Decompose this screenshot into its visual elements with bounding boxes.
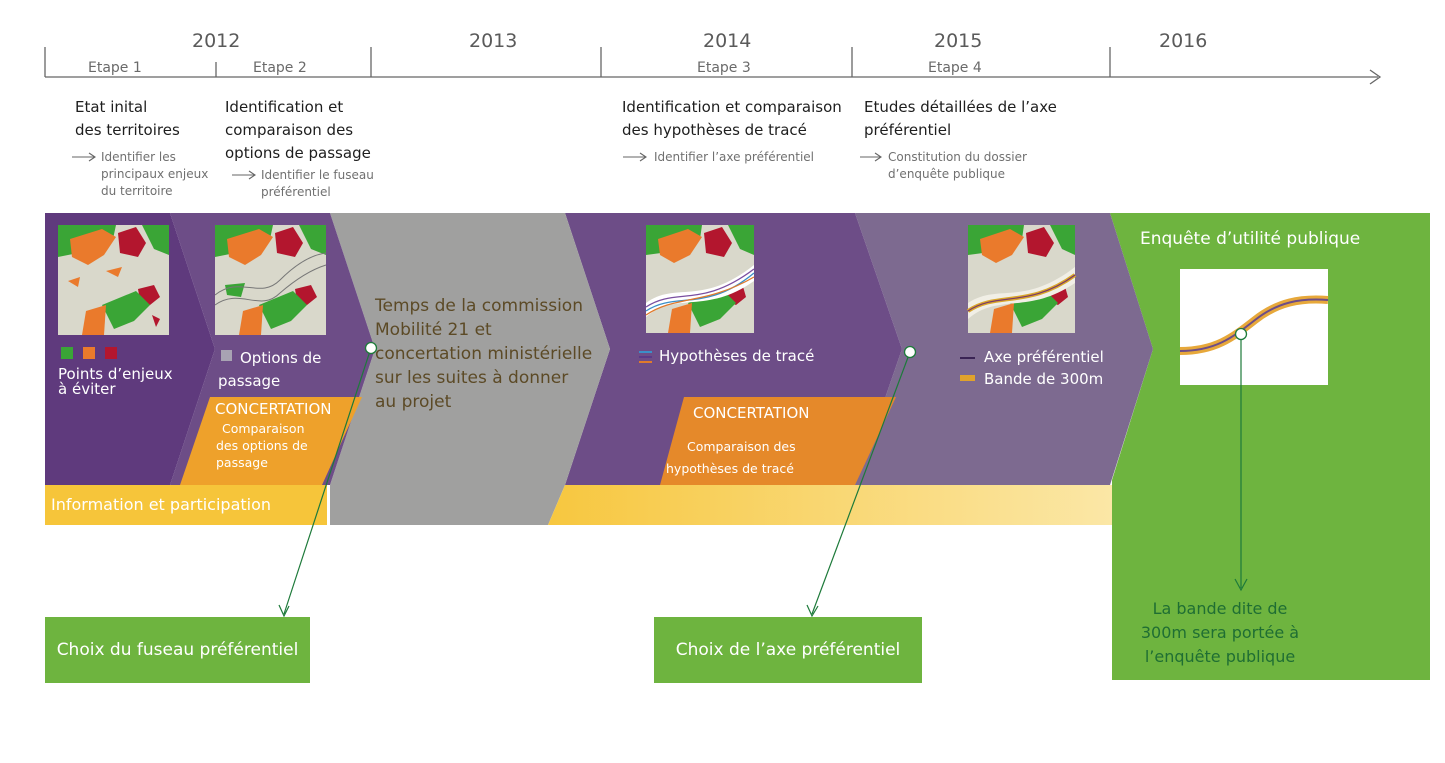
etape-1: Etape 1 — [88, 60, 142, 76]
connector-dot-3 — [1234, 327, 1248, 341]
legend-bande: Bande de 300m — [984, 370, 1104, 388]
legend-bande-icon — [960, 375, 975, 381]
phase-title-hypotheses: Identification et comparaison des hypoth… — [622, 98, 842, 139]
info-participation-label: Information et participation — [51, 495, 272, 514]
info-band-left — [45, 485, 327, 525]
legend-axe: Axe préférentiel — [984, 348, 1104, 366]
connector-dot-1 — [364, 341, 378, 355]
etape-2: Etape 2 — [253, 60, 307, 76]
phase-title-etudes: Etudes détaillées de l’axe préférentiel — [864, 98, 1057, 139]
choice-fuseau-box: Choix du fuseau préférentiel — [45, 617, 310, 683]
connector-dot-2 — [903, 345, 917, 359]
year-2016: 2016 — [1159, 30, 1208, 52]
concertation-1-body: Comparaison — [222, 421, 305, 436]
phase-sub-options: Identifier le fuseau préférentiel — [261, 168, 374, 199]
legend-options-passage: Options de — [240, 349, 322, 367]
timeline-arrow — [1369, 69, 1382, 85]
enquete-note: La bande dite de 300m sera portée à l’en… — [1140, 599, 1300, 666]
legend-swatch-options — [221, 350, 232, 361]
legend-options-passage-2: passage — [218, 372, 281, 390]
legend-swatch-green — [61, 347, 73, 359]
phase-title-etat-initial: Etat inital des territoires — [75, 98, 180, 139]
phase-commission — [330, 213, 610, 485]
concertation-1-title: CONCERTATION — [215, 400, 332, 418]
legend-hypotheses-icon — [639, 351, 652, 363]
concertation-box-2 — [660, 397, 896, 485]
choice-axe-box: Choix de l’axe préférentiel — [654, 617, 922, 683]
sub-arrows — [72, 152, 882, 180]
info-band-gray — [330, 485, 565, 525]
legend-points-enjeux: Points d’enjeux à éviter — [58, 365, 173, 398]
etape-4: Etape 4 — [928, 60, 982, 76]
phase-sub-etat-initial: Identifier les principaux enjeux du terr… — [101, 150, 209, 198]
year-2012: 2012 — [192, 30, 241, 52]
concertation-1-body-2: des options de passage — [216, 438, 308, 470]
enquete-map — [1179, 269, 1329, 385]
legend-hypotheses: Hypothèses de tracé — [659, 347, 815, 365]
map-hypotheses — [645, 225, 755, 333]
year-2013: 2013 — [469, 30, 518, 52]
concertation-2-body-2: hypothèses de tracé — [666, 461, 794, 476]
phase-title-options: Identification et comparaison des option… — [225, 98, 371, 162]
phase-etudes-detaillees — [855, 213, 1153, 485]
year-2014: 2014 — [703, 30, 752, 52]
info-band-right — [548, 485, 1112, 525]
concertation-2-title: CONCERTATION — [693, 404, 810, 422]
concertation-box-1 — [180, 397, 362, 485]
concertation-2-body: Comparaison des — [687, 439, 796, 454]
legend-swatch-orange — [83, 347, 95, 359]
map-options-passage — [214, 225, 327, 335]
map-points-enjeux — [58, 225, 169, 335]
timeline-ticks — [44, 47, 1111, 77]
phase-sub-etudes: Constitution du dossier d’enquête publiq… — [888, 150, 1027, 181]
etape-3: Etape 3 — [697, 60, 751, 76]
year-2015: 2015 — [934, 30, 983, 52]
phase-sub-hypotheses: Identifier l’axe préférentiel — [654, 150, 814, 164]
connectors — [278, 334, 1248, 618]
commission-text: Temps de la commission Mobilité 21 et co… — [375, 296, 593, 412]
legend-swatch-red — [105, 347, 117, 359]
enquete-title: Enquête d’utilité publique — [1140, 229, 1361, 249]
map-axe-preferentiel — [966, 225, 1077, 333]
